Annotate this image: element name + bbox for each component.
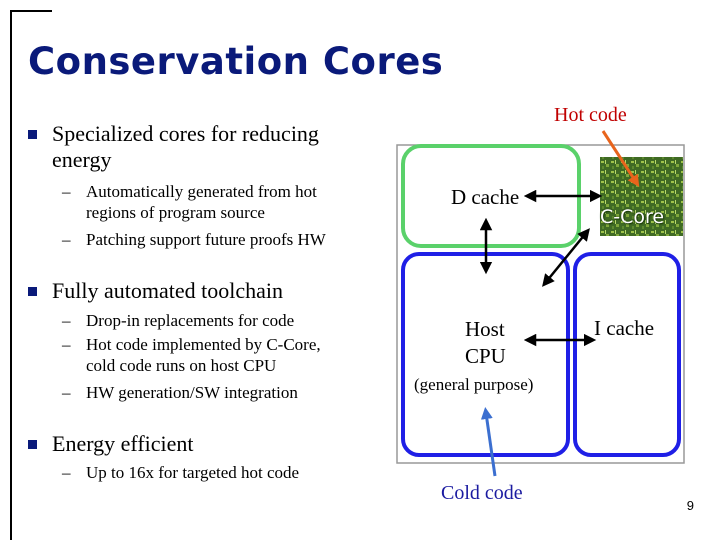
host-label-line-2: CPU bbox=[465, 344, 506, 368]
bullet-1-line-2: energy bbox=[52, 147, 112, 172]
sub-bullet-dash: – bbox=[62, 230, 71, 249]
icache-label: I cache bbox=[594, 316, 655, 340]
bullet-2-sub-3: HW generation/SW integration bbox=[86, 383, 298, 402]
host-label-line-1: Host bbox=[465, 317, 505, 341]
hot-code-label: Hot code bbox=[554, 104, 627, 126]
sub-bullet-dash: – bbox=[62, 182, 71, 201]
ccore-host-arrow bbox=[542, 228, 590, 287]
bullet-marker bbox=[28, 130, 37, 139]
bullet-1-sub-1-line-2: regions of program source bbox=[86, 203, 265, 222]
host-sub-label: (general purpose) bbox=[414, 375, 534, 394]
dcache-label: D cache bbox=[451, 185, 520, 209]
page-number: 9 bbox=[686, 498, 694, 513]
sub-bullet-dash: – bbox=[62, 311, 71, 330]
bullet-3: Energy efficient bbox=[52, 431, 194, 456]
slide-title: Conservation Cores bbox=[28, 40, 444, 83]
icache-box bbox=[573, 252, 681, 457]
sub-bullet-dash: – bbox=[62, 335, 71, 354]
bullet-marker bbox=[28, 440, 37, 449]
bullet-2-sub-2-line-1: Hot code implemented by C-Core, bbox=[86, 335, 321, 354]
hot-code-pointer bbox=[601, 130, 640, 188]
sub-bullet-dash: – bbox=[62, 463, 71, 482]
ccore-chip-image bbox=[600, 157, 683, 236]
bullet-2-sub-1: Drop-in replacements for code bbox=[86, 311, 295, 330]
bullet-1-line-1: Specialized cores for reducing bbox=[52, 121, 319, 146]
cold-code-label: Cold code bbox=[441, 482, 523, 504]
bullet-1-sub-2: Patching support future proofs HW bbox=[86, 230, 326, 249]
bullet-2-sub-2-line-2: cold code runs on host CPU bbox=[86, 356, 277, 375]
bullet-marker bbox=[28, 287, 37, 296]
frame-left-line bbox=[10, 10, 12, 540]
bullet-1-sub-1-line-1: Automatically generated from hot bbox=[86, 182, 317, 201]
sub-bullet-dash: – bbox=[62, 383, 71, 402]
cold-code-pointer bbox=[480, 407, 497, 477]
ccore-label: C-Core bbox=[600, 206, 665, 228]
bullet-2: Fully automated toolchain bbox=[52, 278, 283, 303]
frame-top-line bbox=[10, 10, 52, 12]
bullet-3-sub-1: Up to 16x for targeted hot code bbox=[86, 463, 300, 482]
